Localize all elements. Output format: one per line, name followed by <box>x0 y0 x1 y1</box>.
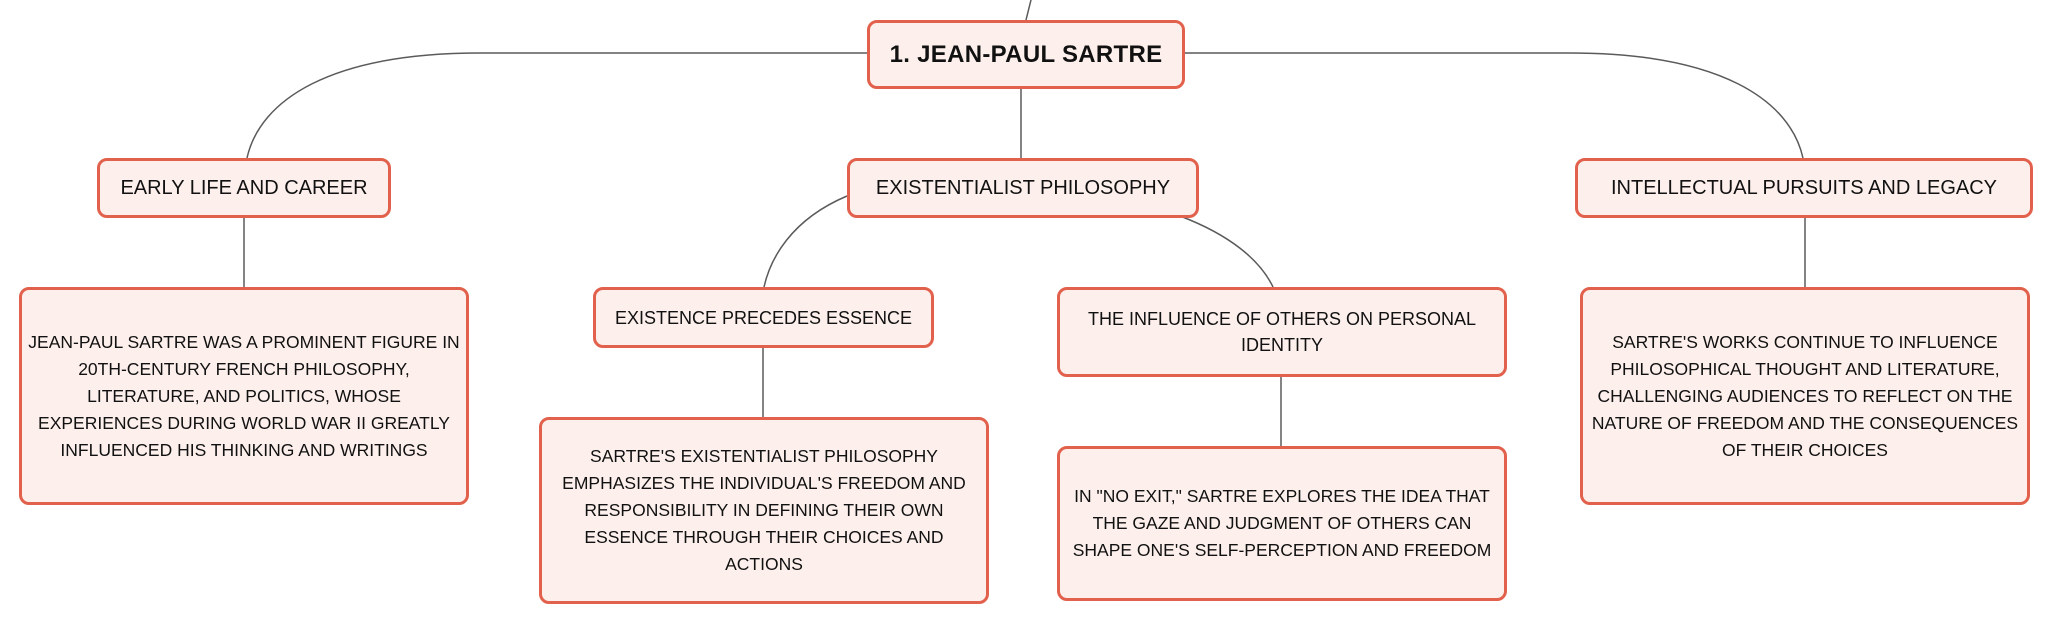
topic-node-intellectual-legacy[interactable]: INTELLECTUAL PURSUITS AND LEGACY <box>1575 158 2033 218</box>
root-node-label: 1. JEAN-PAUL SARTRE <box>889 40 1163 68</box>
connector-root-to-early-life <box>246 52 867 159</box>
detail-node-text: JEAN-PAUL SARTRE WAS A PROMINENT FIGURE … <box>28 331 460 460</box>
detail-node-text: SARTRE'S WORKS CONTINUE TO INFLUENCE PHI… <box>1591 331 2019 460</box>
connector-parent-to-root <box>1025 0 1032 21</box>
detail-node-influence-of-others[interactable]: IN "NO EXIT," SARTRE EXPLORES THE IDEA T… <box>1057 446 1507 601</box>
detail-node-legacy[interactable]: SARTRE'S WORKS CONTINUE TO INFLUENCE PHI… <box>1580 287 2030 505</box>
subtopic-node-influence-of-others[interactable]: THE INFLUENCE OF OTHERS ON PERSONAL IDEN… <box>1057 287 1507 377</box>
connector-existentialist-to-essence <box>763 195 848 288</box>
detail-node-existence-precedes-essence[interactable]: SARTRE'S EXISTENTIALIST PHILOSOPHY EMPHA… <box>539 417 989 604</box>
topic-node-existentialist-philosophy[interactable]: EXISTENTIALIST PHILOSOPHY <box>847 158 1199 218</box>
subtopic-node-label: EXISTENCE PRECEDES ESSENCE <box>614 307 913 328</box>
subtopic-node-existence-precedes-essence[interactable]: EXISTENCE PRECEDES ESSENCE <box>593 287 934 348</box>
topic-node-early-life[interactable]: EARLY LIFE AND CAREER <box>97 158 391 218</box>
root-node[interactable]: 1. JEAN-PAUL SARTRE <box>867 20 1185 89</box>
connector-existentialist-to-others <box>1179 215 1274 288</box>
detail-node-text: SARTRE'S EXISTENTIALIST PHILOSOPHY EMPHA… <box>562 446 966 574</box>
connector-root-to-legacy <box>1185 52 1804 159</box>
topic-node-label: EXISTENTIALIST PHILOSOPHY <box>875 176 1171 199</box>
topic-node-label: EARLY LIFE AND CAREER <box>120 176 368 199</box>
detail-node-text: IN "NO EXIT," SARTRE EXPLORES THE IDEA T… <box>1072 486 1492 560</box>
detail-node-early-life[interactable]: JEAN-PAUL SARTRE WAS A PROMINENT FIGURE … <box>19 287 469 505</box>
subtopic-node-label: THE INFLUENCE OF OTHERS ON PERSONAL IDEN… <box>1087 309 1477 355</box>
topic-node-label: INTELLECTUAL PURSUITS AND LEGACY <box>1610 176 1998 199</box>
